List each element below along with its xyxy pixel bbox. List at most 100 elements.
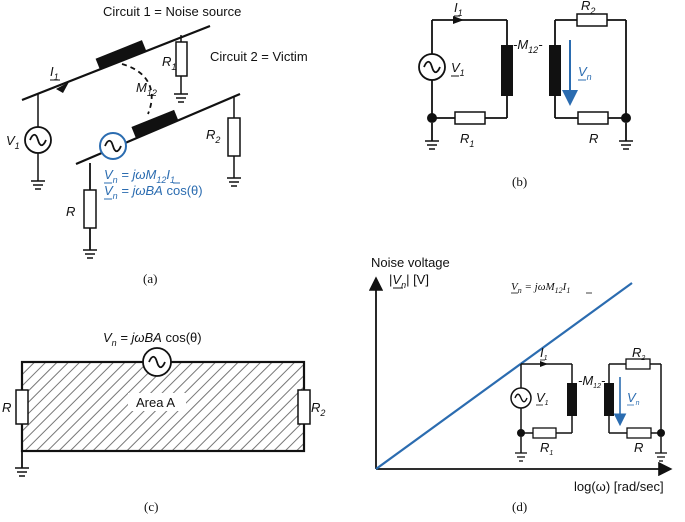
panel-a-eq1-i-main: I [166,167,170,182]
panel-a-r2-sub: 2 [214,135,220,145]
panel-d-y-unit-v: V [392,272,402,287]
panel-b-vn-main: V [578,64,588,79]
panel-b-source-wave-icon [423,60,441,74]
panel-a-mutual-main: M [136,80,147,95]
panel-a-eq2: Vn = jωBA cos(θ) [104,183,203,201]
panel-a-r1-label: R1 [162,54,176,72]
panel-b-caption: (b) [512,174,527,189]
panel-a-r1-main: R [162,54,171,69]
panel-a-eq1: Vn = jωM12I1 [104,167,175,185]
panel-a-circuit2-inductor [131,109,179,139]
panel-b-mutual-sub: 12 [528,45,538,55]
panel-a-v1-ground-icon [31,180,45,190]
panel-d-inset-r2 [625,358,651,370]
panel-d-inset-r1-label: R1 [540,440,553,457]
panel-d-inset-right-inductor [604,383,614,416]
panel-c-r2-sub: 2 [319,408,325,418]
panel-d-inset-right-node-icon [657,429,665,437]
panel-c-area-label: Area A [136,395,175,410]
panel-c-equation: Vn = jωBA cos(θ) [103,330,202,348]
panel-b-r2-label: R2 [581,0,595,16]
panel-b: I1 V1 R1 -M12- R2 R [418,0,633,189]
panel-d-inset-right-ground-icon [655,452,667,462]
panel-d-inset-current-arrow-icon [540,361,548,367]
panel-b-left-node-icon [427,113,437,123]
panel-d-y-title: Noise voltage [371,255,450,270]
panel-a-v1-wave-icon [29,133,47,147]
panel-a-eq1-rest: = jωM [118,167,157,182]
panel-b-right-inductor [549,45,561,96]
panel-d-line-label: Vn = jωM12I1 [511,281,570,295]
panel-d-inset-left-inductor [567,383,577,416]
panel-a-r1-ground-icon [174,93,188,103]
panel-a-r-ground-icon [83,249,97,259]
panel-b-r1 [454,111,486,125]
panel-b-source-main: V [451,60,461,75]
panel-b-vn-label: Vn [578,64,592,82]
panel-b-r [577,111,609,125]
panel-a-eq2-vn-sub: n [113,191,118,201]
panel-a-v1-label: V1 [6,133,20,151]
panel-d-inset-left-node-icon [517,429,525,437]
panel-b-r2-main: R [581,0,590,13]
panel-a-eq2-rest: = jωBA [118,183,163,198]
panel-b-source-label: V1 [451,60,465,78]
panel-d-y-unit-sub: n [401,280,406,290]
panel-a-r [83,189,97,229]
panel-b-r-label: R [589,131,598,146]
panel-b-vn-sub: n [587,72,592,82]
panel-c-r2 [297,389,311,425]
panel-a-v1-sub: 1 [15,141,20,151]
panel-b-r2 [576,13,608,27]
panel-d-inset-vn-label: Vn [627,390,640,407]
panel-b-r1-label: R1 [460,131,474,149]
panel-b-current-sub: 1 [458,8,463,18]
panel-c-eq-vn-sub: n [112,338,117,348]
panel-a-eq1-vn-sub: n [113,175,118,185]
panel-d-inset-source-wave-icon [514,393,528,403]
panel-a-v1-main: V [6,133,16,148]
panel-a-mutual-label: M12 [136,80,157,98]
panel-a-circuit1-label: Circuit 1 = Noise source [103,4,241,19]
panel-c-eq-cos: cos(θ) [162,330,202,345]
panel-d-series-line [375,282,633,470]
panel-a-circuit2-label: Circuit 2 = Victim [210,49,308,64]
panel-c-r-label: R [2,400,11,415]
panel-c: Vn = jωBA cos(θ) Area A R R2 (c) [2,330,325,514]
panel-a-caption: (a) [143,271,157,286]
panel-d-inset-r [626,427,652,439]
panel-d-inset-vn-sub: n [636,400,640,407]
panel-d-caption: (d) [512,499,527,514]
panel-a-current-label: I1 [50,64,59,82]
panel-d-line-label-sub2: 12 [555,286,563,295]
panel-d-line-label-sub1: n [518,286,522,295]
panel-a-r1-sub: 1 [171,62,176,72]
panel-d-inset-mutual-label: -M12- [578,373,606,390]
panel-b-r1-sub: 1 [469,139,474,149]
panel-a-eq1-i-sub: 1 [170,175,175,185]
panel-a-vn-wave-icon [104,139,122,153]
panel-a-current-arrow-icon [56,82,69,93]
panel-a-eq1-m-sub: 12 [156,175,166,185]
panel-a-current-sub: 1 [54,72,59,82]
panel-b-mutual-label: -M12- [513,37,543,55]
panel-b-current-main: I [454,0,458,15]
panel-b-left-inductor [501,45,513,96]
panel-d-y-unit: |Vn| [V] [389,272,429,290]
panel-a: Circuit 1 = Noise source Circuit 2 = Vic… [6,4,308,286]
panel-d: Noise voltage |Vn| [V] log(ω) [rad/sec] … [368,255,673,514]
panel-a-current-main: I [50,64,54,79]
panel-a-r-label: R [66,204,75,219]
panel-d-inset-source-sub: 1 [545,400,549,407]
panel-d-inset-r-label: R [634,440,643,455]
panel-a-eq1-vn-main: V [104,167,114,182]
panel-d-inset-r1 [532,427,557,439]
panel-b-current-label: I1 [454,0,463,18]
panel-c-source-wave-icon [148,355,166,369]
panel-b-left-ground-icon [425,140,439,150]
panel-b-source-sub: 1 [460,68,465,78]
panel-a-r2-label: R2 [206,127,220,145]
panel-c-r2-main: R [311,400,320,415]
panel-b-right-ground-icon [619,140,633,150]
